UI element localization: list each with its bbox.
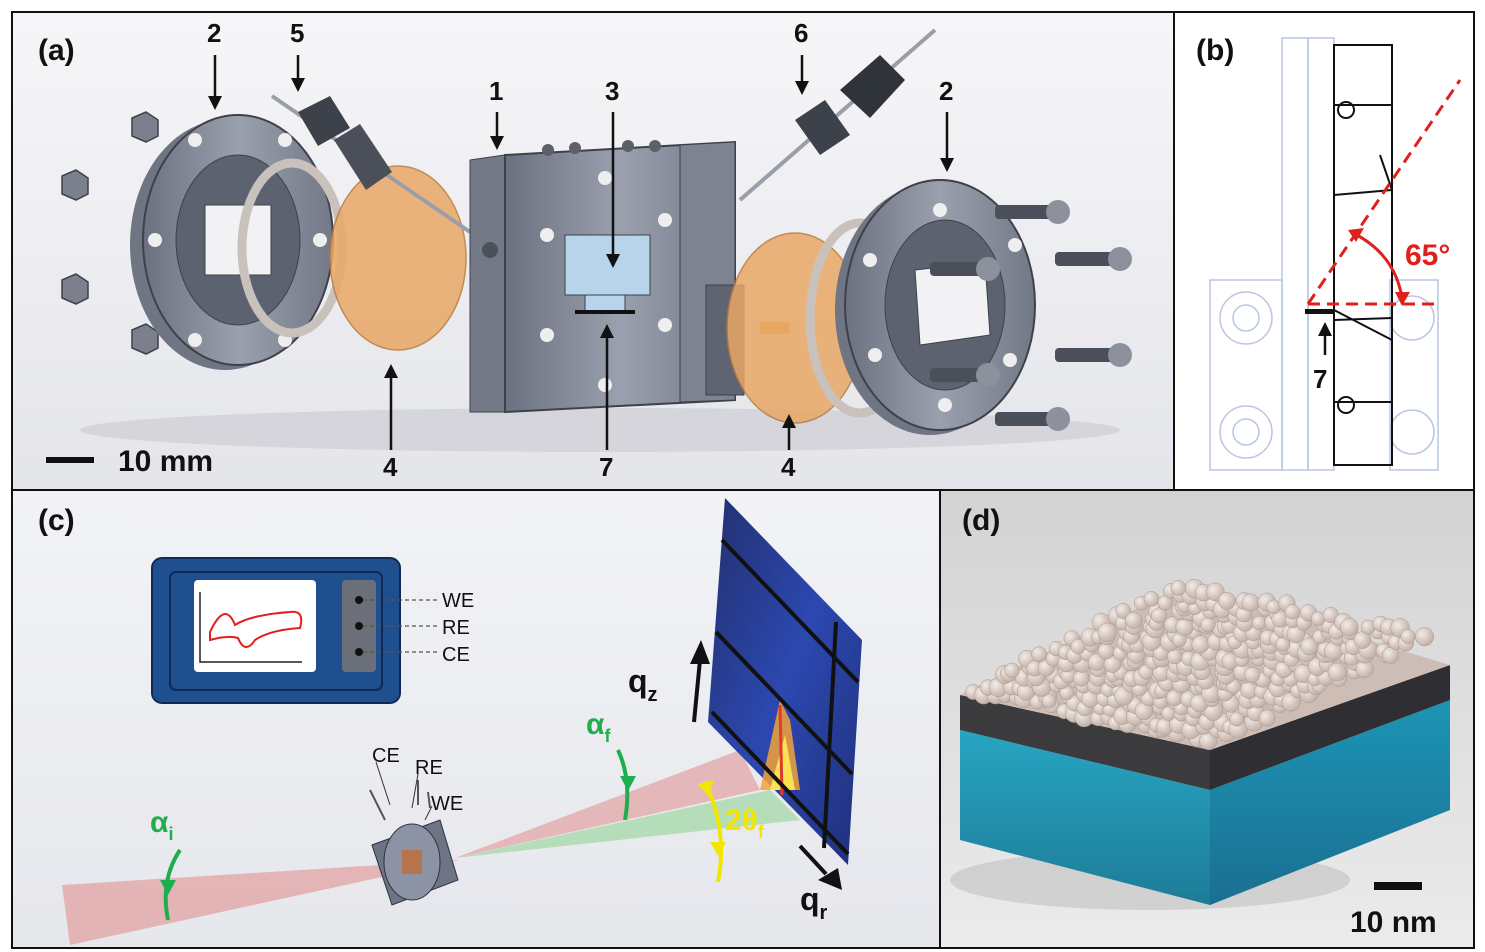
nanoparticle xyxy=(1200,617,1216,633)
nanoparticles xyxy=(965,578,1434,750)
nanoparticle xyxy=(1125,611,1143,629)
qz-label: qz xyxy=(628,663,658,706)
nanoparticle xyxy=(1191,635,1210,654)
nanoparticle xyxy=(1041,693,1057,709)
kapton-window-left xyxy=(329,165,467,351)
scale-bar-a xyxy=(46,457,94,463)
fitting-5 xyxy=(270,94,472,234)
nanoparticle xyxy=(1241,593,1260,612)
scale-bar-d-label: 10 nm xyxy=(1350,906,1437,939)
callout-4-left: 4 xyxy=(383,452,398,482)
angle-arc xyxy=(1354,232,1404,299)
substrate xyxy=(950,665,1450,910)
port-ce: CE xyxy=(442,644,470,666)
nanoparticle xyxy=(1073,670,1090,687)
nanoparticle xyxy=(1400,628,1416,644)
callout-arrows xyxy=(208,55,954,450)
electrode-ce: CE xyxy=(372,745,400,767)
fitting-6 xyxy=(738,28,937,202)
nanoparticle xyxy=(1229,711,1245,727)
potentiostat xyxy=(151,557,401,704)
cell-small xyxy=(369,780,459,906)
screws-right xyxy=(930,200,1132,431)
panel-b-label: (b) xyxy=(1196,34,1234,67)
callout-6: 6 xyxy=(794,18,808,48)
nanoparticle xyxy=(1218,592,1236,610)
panel-d-label: (d) xyxy=(962,504,1000,537)
cell-cross-section xyxy=(1333,44,1393,466)
port-re: RE xyxy=(442,617,470,639)
panel-c: (c) WE RE CE xyxy=(11,489,941,949)
scale-bar-a-label: 10 mm xyxy=(118,445,213,478)
qz-arrow xyxy=(692,659,702,723)
nanoparticle xyxy=(1284,604,1300,620)
callout-4-right: 4 xyxy=(781,452,796,482)
nanoparticle xyxy=(1327,662,1347,682)
port-we: WE xyxy=(442,590,474,612)
electrode-we: WE xyxy=(431,793,463,815)
callout-2-left: 2 xyxy=(207,18,221,48)
nanoparticle xyxy=(1415,627,1434,647)
incline-line xyxy=(1306,79,1462,305)
nuts-left xyxy=(61,111,159,355)
nanoparticle xyxy=(1340,617,1359,637)
callout-7-b: 7 xyxy=(1313,364,1327,394)
cell-body xyxy=(469,140,736,414)
qr-arrow xyxy=(798,844,828,876)
nanoparticle xyxy=(1004,662,1020,678)
alpha-f-label: αf xyxy=(586,708,611,746)
alpha-i-label: αi xyxy=(150,806,173,844)
callout-3: 3 xyxy=(605,76,619,106)
nanoparticle xyxy=(1258,709,1276,727)
detector xyxy=(708,498,862,865)
exit-beam-reflected xyxy=(455,750,760,858)
qr-label: qr xyxy=(800,881,828,924)
electrode-leaders xyxy=(375,761,433,821)
callout-2-right: 2 xyxy=(939,76,953,106)
nanoparticle xyxy=(1251,615,1267,631)
nanoparticle xyxy=(1097,622,1117,642)
two-theta-label: 2θf xyxy=(725,804,765,842)
sample-7 xyxy=(1305,309,1335,314)
callout-1: 1 xyxy=(489,76,503,106)
panel-d: (d) 10 nm xyxy=(939,489,1475,949)
nanoparticle xyxy=(1151,607,1167,624)
panel-b: (b) 65° xyxy=(1173,11,1475,491)
nanoparticle xyxy=(1097,642,1115,660)
nanoparticle xyxy=(1031,646,1048,663)
callout-5: 5 xyxy=(290,18,304,48)
electrode-re: RE xyxy=(415,757,443,779)
panel-a: (a) xyxy=(11,11,1175,491)
two-theta-arc xyxy=(703,781,723,883)
panel-a-label: (a) xyxy=(38,34,75,67)
nanoparticle xyxy=(1170,580,1187,596)
callout-7: 7 xyxy=(599,452,613,482)
nanoparticle xyxy=(1143,591,1160,607)
panel-c-label: (c) xyxy=(38,504,75,537)
scale-bar-d xyxy=(1374,882,1422,890)
angle-label: 65° xyxy=(1405,239,1450,272)
nanoparticle xyxy=(1244,666,1261,683)
